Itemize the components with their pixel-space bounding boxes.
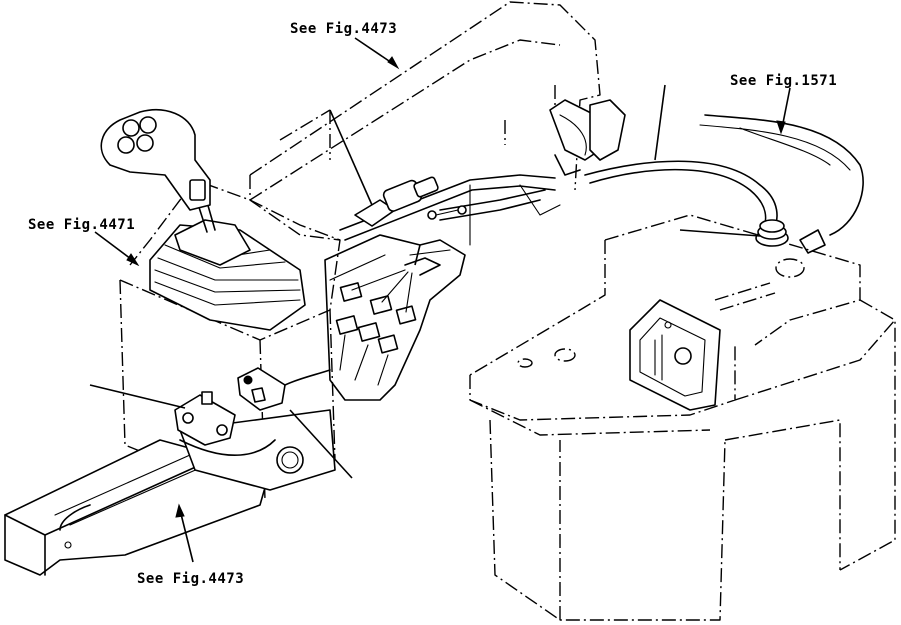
shift-lever [100, 108, 216, 233]
callout-arrow-left [94, 231, 140, 267]
upper-console-cover [249, 1, 601, 241]
callout-arrow-bottom [175, 503, 194, 563]
limit-switch [174, 391, 276, 457]
right-console-body [469, 214, 896, 621]
leader-lines [89, 84, 761, 479]
slide-rail [4, 409, 336, 576]
grommet-and-cable [584, 114, 864, 254]
callout-label-top-center: See Fig.4473 [290, 21, 397, 37]
switch-panel [629, 299, 721, 411]
fuse-holder [354, 176, 467, 227]
relay-bracket [324, 234, 466, 401]
callout-arrow-top-right [776, 87, 791, 135]
callout-label-bottom: See Fig.4473 [137, 571, 244, 587]
callout-label-top-right: See Fig.1571 [730, 73, 837, 89]
shift-boot [149, 219, 306, 331]
solenoid-assembly [549, 99, 626, 176]
position-sensor [237, 367, 331, 411]
callout-arrow-top-center [354, 37, 400, 70]
callout-label-left: See Fig.4471 [28, 217, 135, 233]
